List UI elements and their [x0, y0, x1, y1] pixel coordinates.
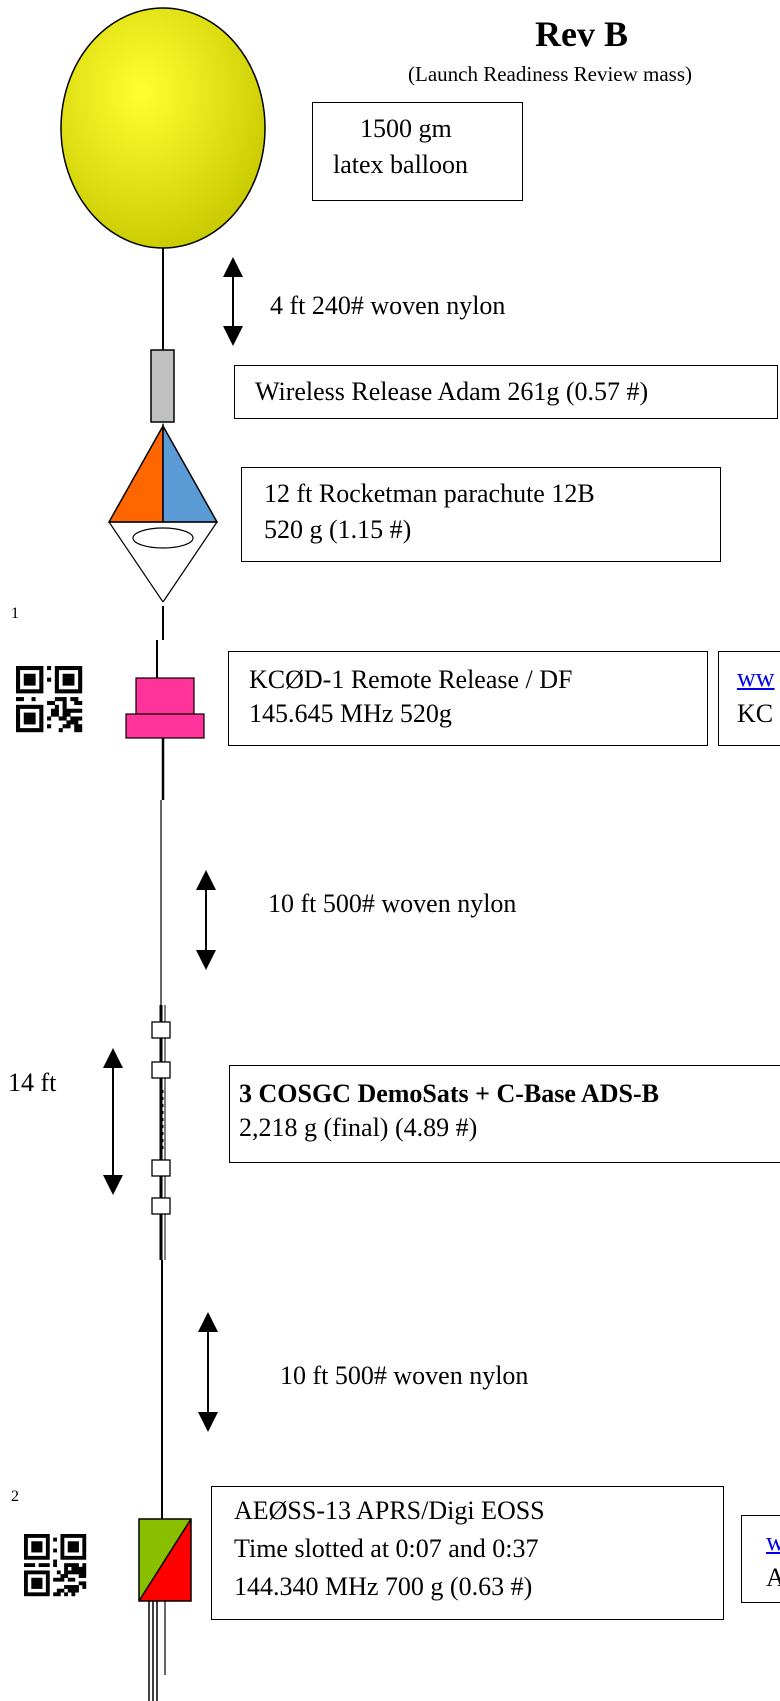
demosats-span-label: 14 ft [8, 1068, 57, 1097]
aeoss-index: 2 [11, 1488, 19, 1505]
qr-code-1 [16, 666, 83, 733]
aeoss-side-text: A [766, 1563, 780, 1592]
kc0d-side-link[interactable]: ww [737, 663, 775, 692]
balloon-label-line2: latex balloon [333, 150, 469, 179]
aeoss-box: AEØSS-13 APRS/Digi EOSS Time slotted at … [211, 1486, 724, 1620]
kc0d-label-line1: KCØD-1 Remote Release / DF [249, 665, 573, 694]
aeoss-label-line3: 144.340 MHz 700 g (0.63 #) [234, 1572, 533, 1601]
parachute-label-line2: 520 g (1.15 #) [264, 515, 412, 544]
kc0d-index: 1 [11, 605, 19, 622]
parachute-shape [107, 423, 219, 603]
aeoss-side-box: w A [741, 1515, 780, 1603]
demosats-box: 3 COSGC DemoSats + C-Base ADS-B 2,218 g … [229, 1065, 780, 1163]
parachute-label-line1: 12 ft Rocketman parachute 12B [264, 479, 595, 508]
wireless-release-label: Wireless Release Adam 261g (0.57 #) [255, 377, 649, 406]
balloon-label-box: 1500 gm latex balloon [312, 102, 523, 201]
demosats-label-line1: 3 COSGC DemoSats + C-Base ADS-B [239, 1079, 659, 1108]
kc0d-release-shape [125, 677, 205, 739]
wireless-release-box: Wireless Release Adam 261g (0.57 #) [234, 365, 778, 419]
aprs-tracker-shape [138, 1518, 192, 1602]
kc0d-box: KCØD-1 Remote Release / DF 145.645 MHz 5… [228, 651, 708, 746]
leader1-label: 4 ft 240# woven nylon [270, 291, 506, 320]
balloon-label-line1: 1500 gm [360, 114, 452, 143]
kc0d-label-line2: 145.645 MHz 520g [249, 699, 452, 728]
balloon-shape [60, 7, 266, 249]
kc0d-side-box: ww KC [718, 651, 780, 746]
page-subtitle: (Launch Readiness Review mass) [408, 62, 693, 86]
kc0d-side-text: KC [737, 699, 774, 728]
leader2-label: 10 ft 500# woven nylon [268, 889, 517, 918]
demosats-label-line2: 2,218 g (final) (4.89 #) [239, 1113, 478, 1142]
aeoss-side-link[interactable]: w [766, 1527, 780, 1556]
leader3-label: 10 ft 500# woven nylon [280, 1361, 529, 1390]
aeoss-label-line1: AEØSS-13 APRS/Digi EOSS [234, 1496, 545, 1525]
page-title: Rev B [535, 14, 628, 54]
qr-code-2 [24, 1534, 87, 1597]
wireless-release-shape [150, 349, 175, 423]
aeoss-label-line2: Time slotted at 0:07 and 0:37 [234, 1534, 539, 1563]
parachute-box: 12 ft Rocketman parachute 12B 520 g (1.1… [241, 467, 721, 562]
demosats-stack [151, 1005, 171, 1260]
